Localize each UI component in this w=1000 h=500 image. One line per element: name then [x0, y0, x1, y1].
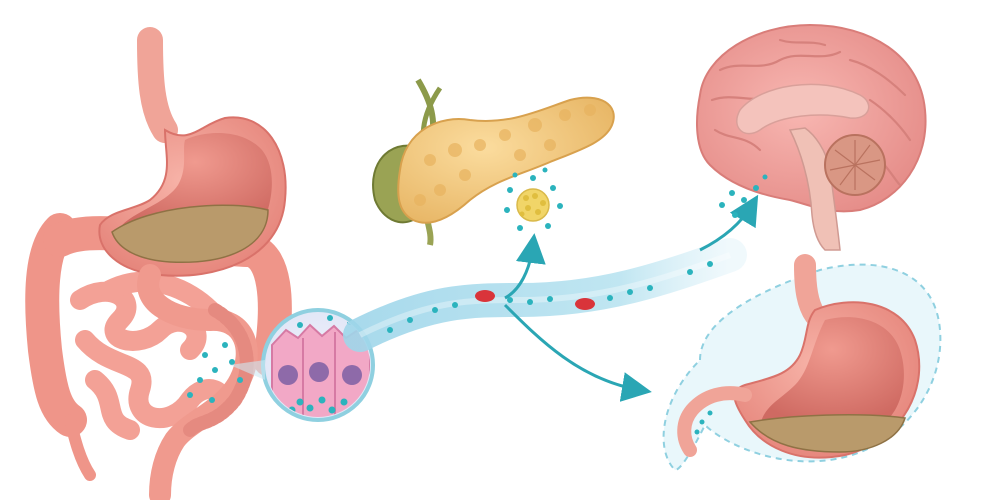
target-stomach-group	[662, 254, 942, 472]
blood-vessel-icon	[343, 238, 747, 352]
red-blood-cell	[575, 298, 595, 310]
arrow-to-stomach	[503, 303, 652, 402]
pancreas-icon	[397, 96, 615, 224]
red-blood-cell	[475, 290, 495, 302]
arrow-to-brain	[699, 194, 759, 252]
brain-icon	[696, 23, 927, 251]
hormone-dots-vessel	[387, 261, 713, 333]
islet-icon	[504, 167, 563, 231]
arrows	[503, 194, 759, 402]
arrow-to-pancreas	[504, 233, 546, 300]
digestive-tract-icon	[25, 27, 292, 500]
cerebellum-icon	[824, 134, 886, 196]
hormone-release-dots	[187, 342, 243, 403]
food-contents	[111, 204, 269, 264]
